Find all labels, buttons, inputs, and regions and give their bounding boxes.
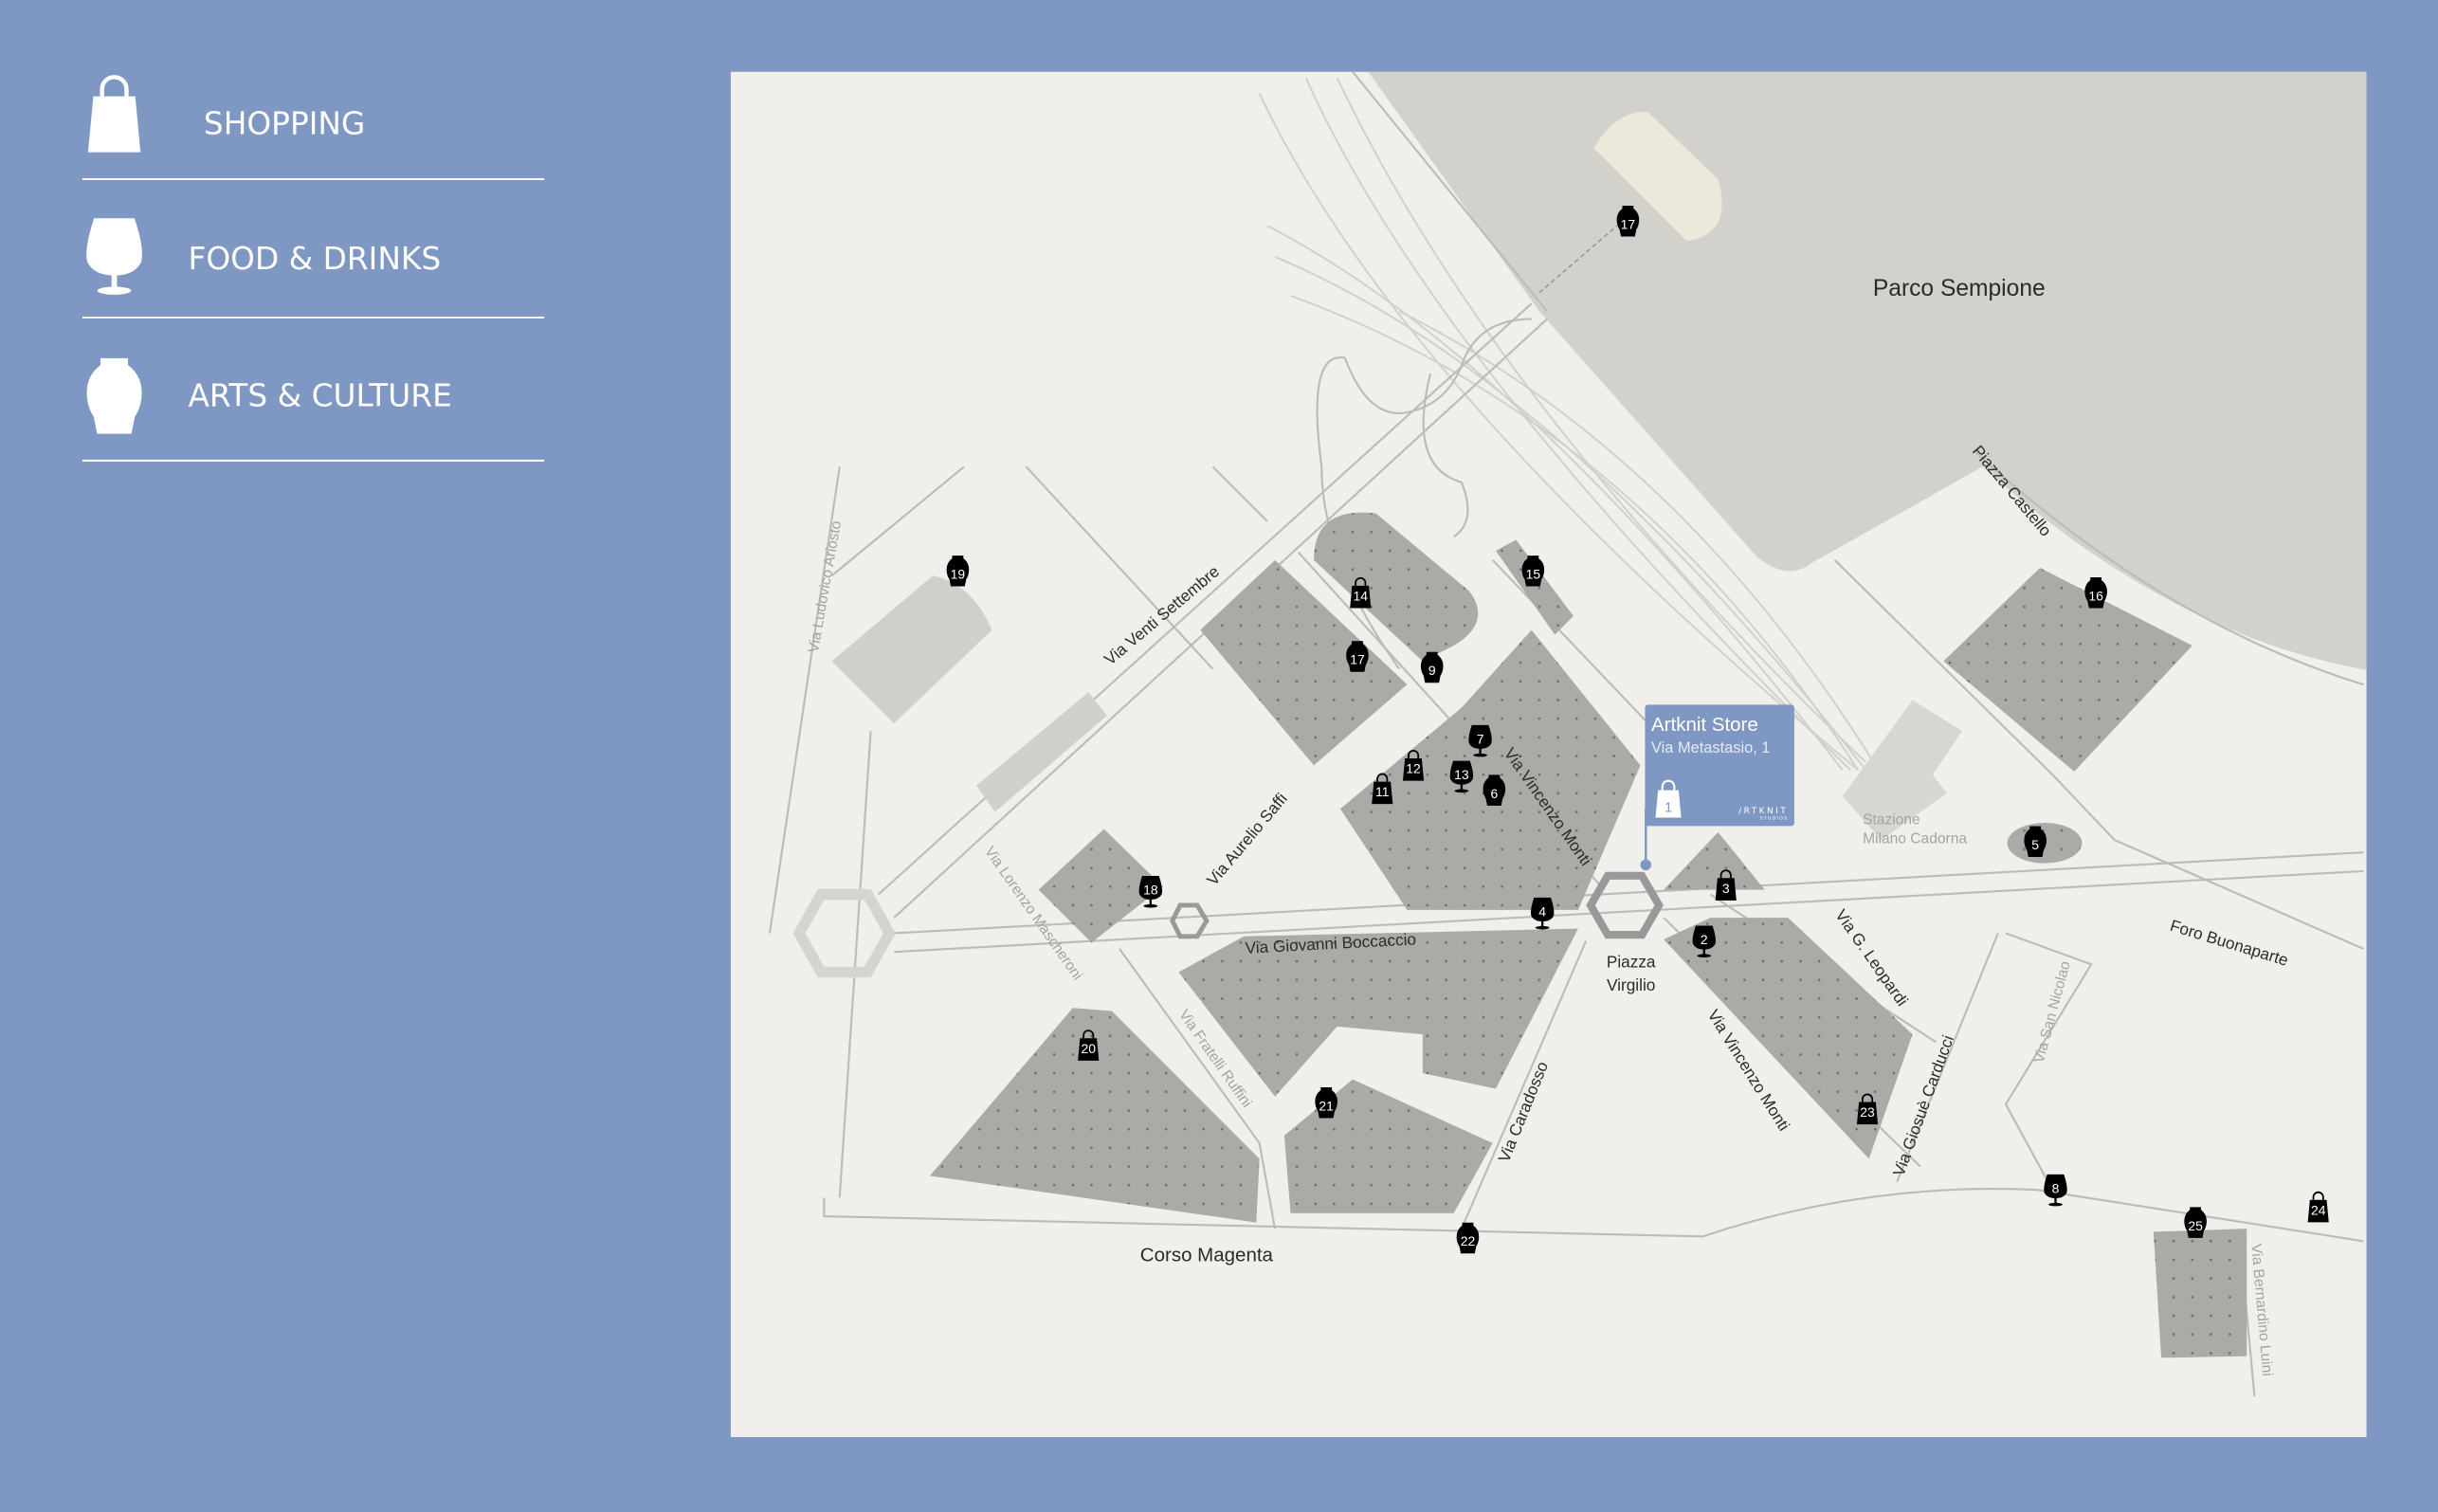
street-label: Corso Magenta — [1140, 1245, 1274, 1266]
marker-number: 9 — [1428, 663, 1436, 678]
piazza-label: Virgilio — [1607, 975, 1655, 994]
map-marker-arts[interactable]: 17 — [1346, 641, 1369, 672]
marker-number: 21 — [1319, 1098, 1334, 1113]
map-marker-arts[interactable]: 17 — [1616, 205, 1640, 237]
map-marker-food[interactable]: 4 — [1531, 897, 1555, 930]
marker-number: 7 — [1477, 731, 1484, 746]
marker-number: 22 — [1461, 1233, 1476, 1248]
legend: SHOPPING FOOD & DRINKS ARTS & CULTURE — [82, 77, 545, 462]
map-marker-food[interactable]: 8 — [2044, 1174, 2067, 1207]
marker-number: 3 — [1722, 881, 1730, 896]
map-marker-food[interactable]: 18 — [1138, 875, 1163, 908]
brand-logo-sub: STUDIOS — [1760, 816, 1789, 822]
station-label: Stazione — [1863, 812, 1920, 829]
marker-number: 20 — [1081, 1041, 1096, 1056]
map-marker-arts[interactable]: 15 — [1521, 556, 1545, 587]
map-marker-shopping[interactable]: 14 — [1349, 576, 1373, 610]
marker-number: 5 — [2031, 837, 2039, 852]
park-label: Parco Sempione — [1873, 276, 2046, 301]
marker-number: 8 — [2052, 1180, 2060, 1195]
marker-number: 24 — [2311, 1202, 2326, 1217]
location-dot — [1640, 859, 1652, 871]
callout-box — [1645, 704, 1794, 827]
station-label: Milano Cadorna — [1863, 830, 1967, 847]
store-address: Via Metastasio, 1 — [1651, 739, 1770, 756]
map-marker-arts[interactable]: 21 — [1315, 1087, 1337, 1119]
store-callout[interactable]: Artknit Store Via Metastasio, 1 1 /RTKNI… — [1640, 704, 1794, 871]
map-marker-arts[interactable]: 22 — [1456, 1222, 1480, 1254]
store-name: Artknit Store — [1651, 714, 1758, 736]
roundabout — [792, 888, 896, 978]
legend-label: FOOD & DRINKS — [188, 241, 441, 277]
legend-label: ARTS & CULTURE — [188, 377, 451, 413]
map-marker-arts[interactable]: 9 — [1420, 651, 1444, 683]
marker-number: 25 — [2188, 1218, 2203, 1233]
marker-number: 19 — [951, 567, 966, 582]
marker-number: 11 — [1375, 784, 1390, 799]
marker-number: 16 — [2088, 588, 2103, 603]
brand-logo: /RTKNIT — [1738, 807, 1788, 816]
marker-number: 2 — [1701, 932, 1708, 947]
map-marker-shopping[interactable]: 3 — [1714, 869, 1738, 902]
map-marker-shopping[interactable]: 23 — [1856, 1093, 1879, 1125]
marker-number: 12 — [1406, 761, 1421, 776]
marker-number: 4 — [1538, 903, 1546, 919]
marker-number: 6 — [1490, 786, 1498, 801]
castle-building — [1593, 112, 1722, 242]
map-marker-shopping[interactable]: 11 — [1371, 773, 1394, 806]
map-marker-arts[interactable]: 19 — [946, 556, 970, 587]
legend-label: SHOPPING — [204, 105, 365, 141]
marker-number: 15 — [1526, 567, 1541, 582]
map[interactable]: Parco Sempione Piazza Castello Via Venti… — [730, 71, 2379, 1437]
legend-item-arts[interactable]: ARTS & CULTURE — [86, 357, 452, 434]
map-marker-arts[interactable]: 16 — [2084, 577, 2107, 609]
marker-number: 17 — [1350, 652, 1365, 667]
marker-number: 23 — [1860, 1104, 1875, 1120]
legend-item-food[interactable]: FOOD & DRINKS — [86, 218, 441, 295]
map-marker-shopping[interactable]: 24 — [2306, 1191, 2330, 1224]
marker-number: 17 — [1621, 216, 1636, 231]
map-marker-food[interactable]: 2 — [1692, 925, 1716, 957]
marker-number: 13 — [1454, 767, 1469, 782]
map-marker-food[interactable]: 7 — [1468, 724, 1492, 757]
map-marker-shopping[interactable]: 20 — [1077, 1029, 1101, 1062]
city-blocks — [831, 512, 2247, 1358]
piazza-label: Piazza — [1607, 953, 1656, 972]
map-marker-arts[interactable]: 25 — [2184, 1207, 2207, 1238]
piazza-virgilio-roundabout — [1586, 871, 1664, 939]
map-marker-arts[interactable]: 5 — [2024, 826, 2047, 857]
legend-item-shopping[interactable]: SHOPPING — [88, 77, 365, 152]
roundabout — [1170, 902, 1210, 939]
map-marker-food[interactable]: 13 — [1449, 760, 1474, 793]
map-marker-arts[interactable]: 6 — [1483, 774, 1506, 806]
marker-number: 14 — [1354, 588, 1369, 603]
map-marker-shopping[interactable]: 12 — [1402, 749, 1426, 782]
marker-number: 1 — [1665, 801, 1672, 816]
railway-lines — [1258, 77, 1875, 772]
marker-number: 18 — [1143, 882, 1158, 897]
